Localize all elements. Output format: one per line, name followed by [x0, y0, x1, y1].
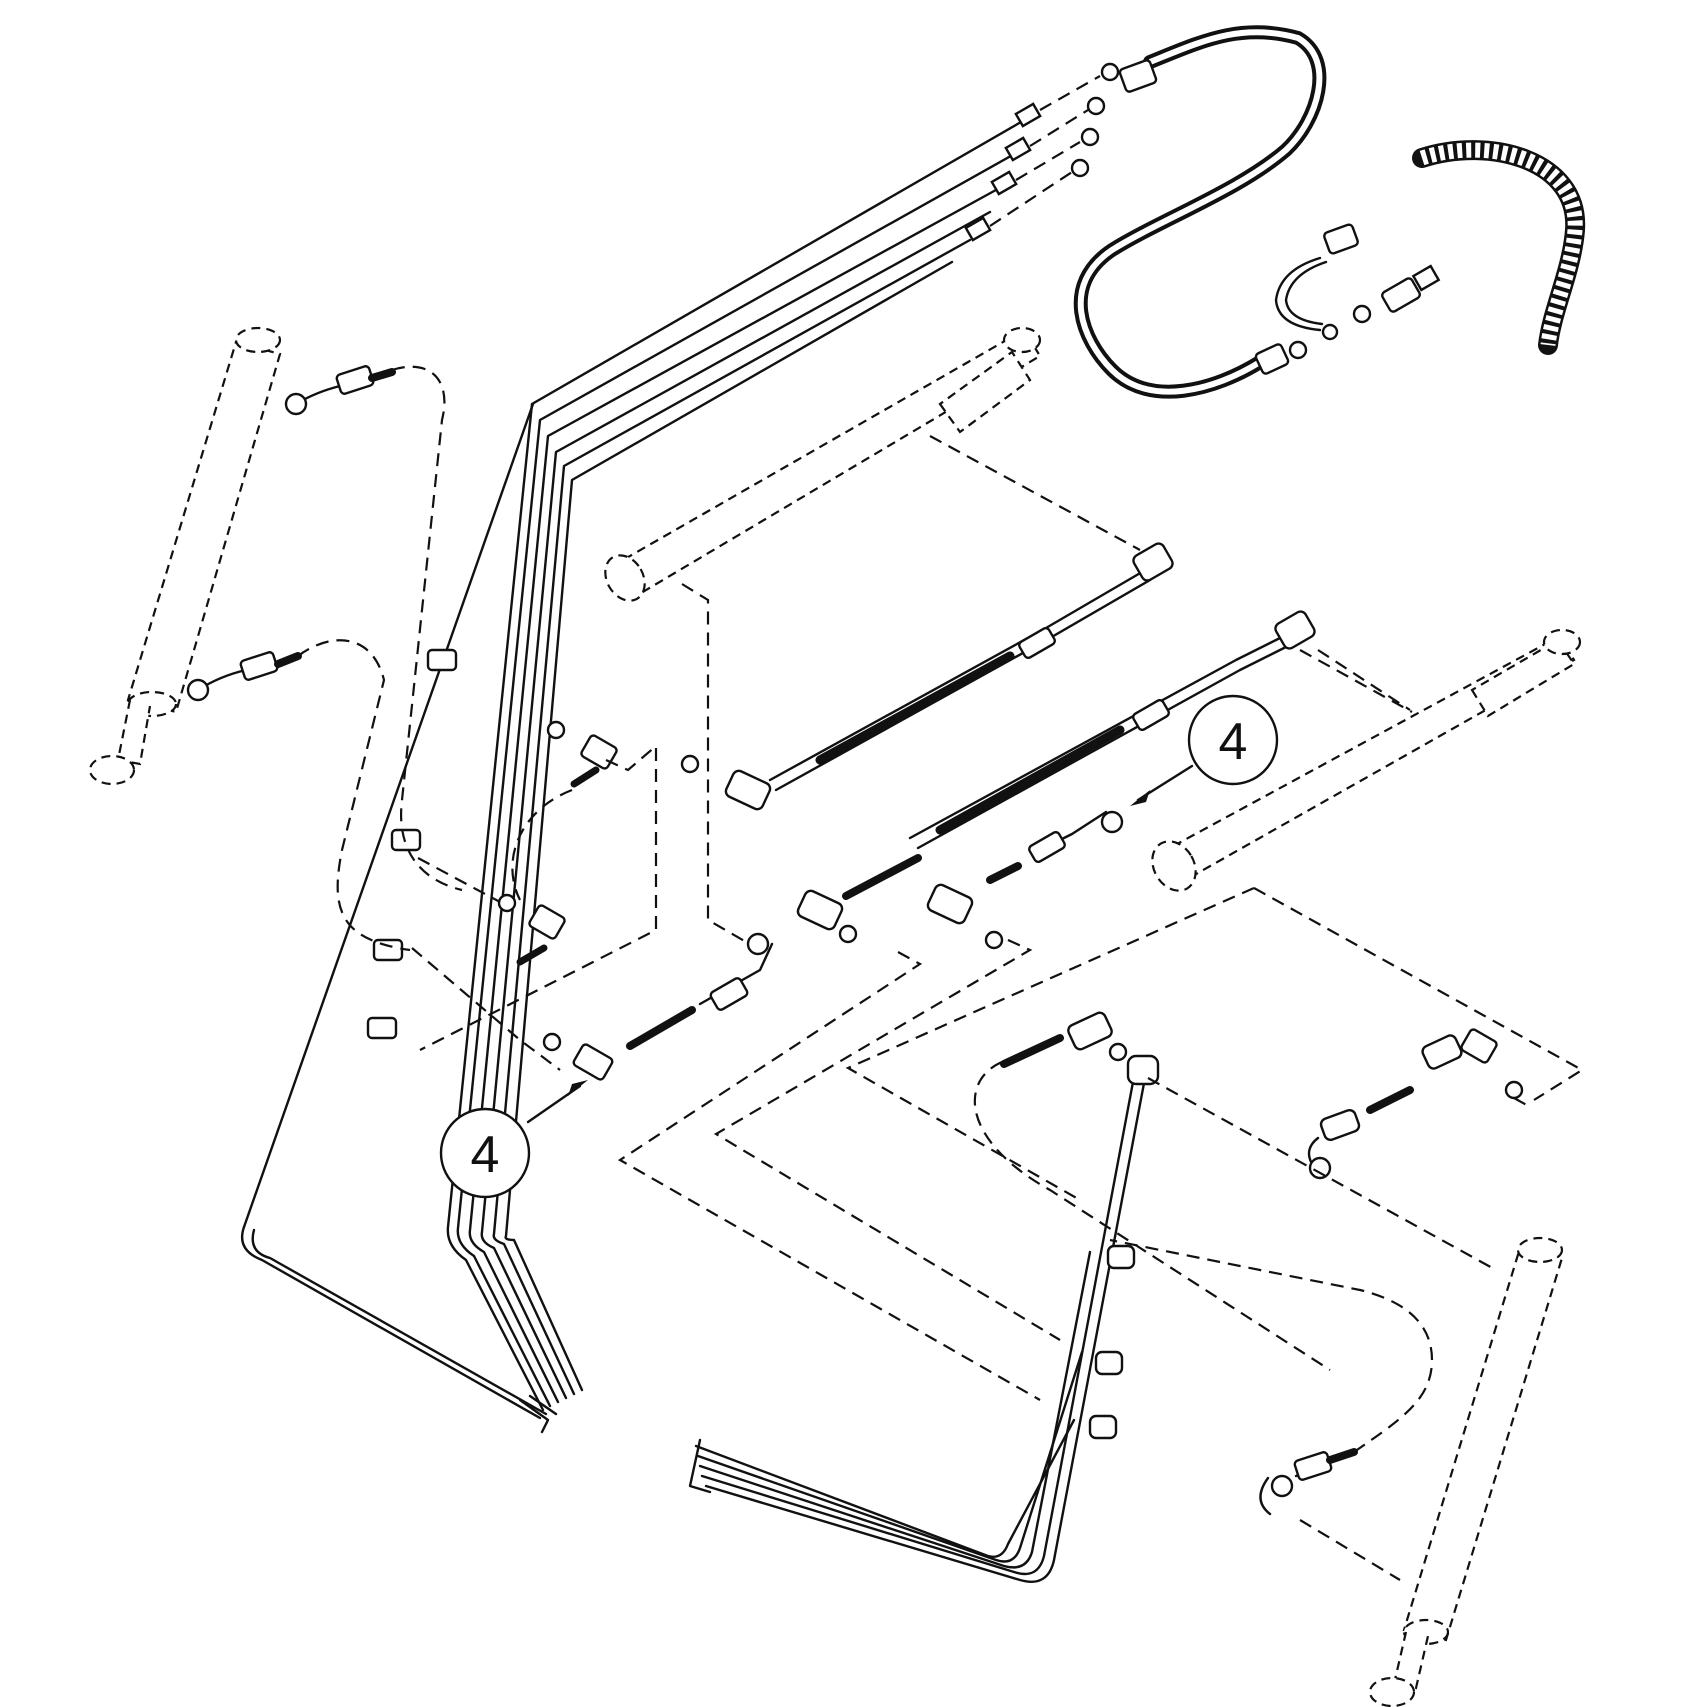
- left-lift-cylinder: [88, 326, 282, 786]
- right-bundle-hose-fittings: [1000, 1011, 1524, 1180]
- left-elbow-fittings: [411, 720, 774, 1081]
- right-lift-cylinder: [1109, 1236, 1564, 1707]
- middle-tilt-cylinder: [604, 326, 1141, 951]
- right-tilt-cylinder: [1151, 628, 1582, 892]
- left-cylinder-hose-fittings: [186, 365, 463, 952]
- left-tube-bundle: [240, 116, 1030, 1434]
- middle-upper-tube: [680, 542, 1174, 811]
- right-tube-bundle: [688, 1054, 1160, 1583]
- callout-lower-left: 4: [439, 1080, 588, 1199]
- left-bundle-top-fittings: [964, 62, 1120, 242]
- left-bundle-side-fittings: [366, 648, 458, 1040]
- callout-number: 4: [471, 1126, 500, 1184]
- dashed-connection-lines: [617, 886, 1585, 1401]
- small-elbow-fitting: [1274, 223, 1441, 341]
- callout-number: 4: [1219, 713, 1248, 771]
- callout-upper-right: 4: [1130, 694, 1279, 806]
- braided-sleeve: [1412, 140, 1586, 355]
- right-middle-tube: [796, 610, 1411, 950]
- black-hydraulic-hose: [1073, 25, 1327, 399]
